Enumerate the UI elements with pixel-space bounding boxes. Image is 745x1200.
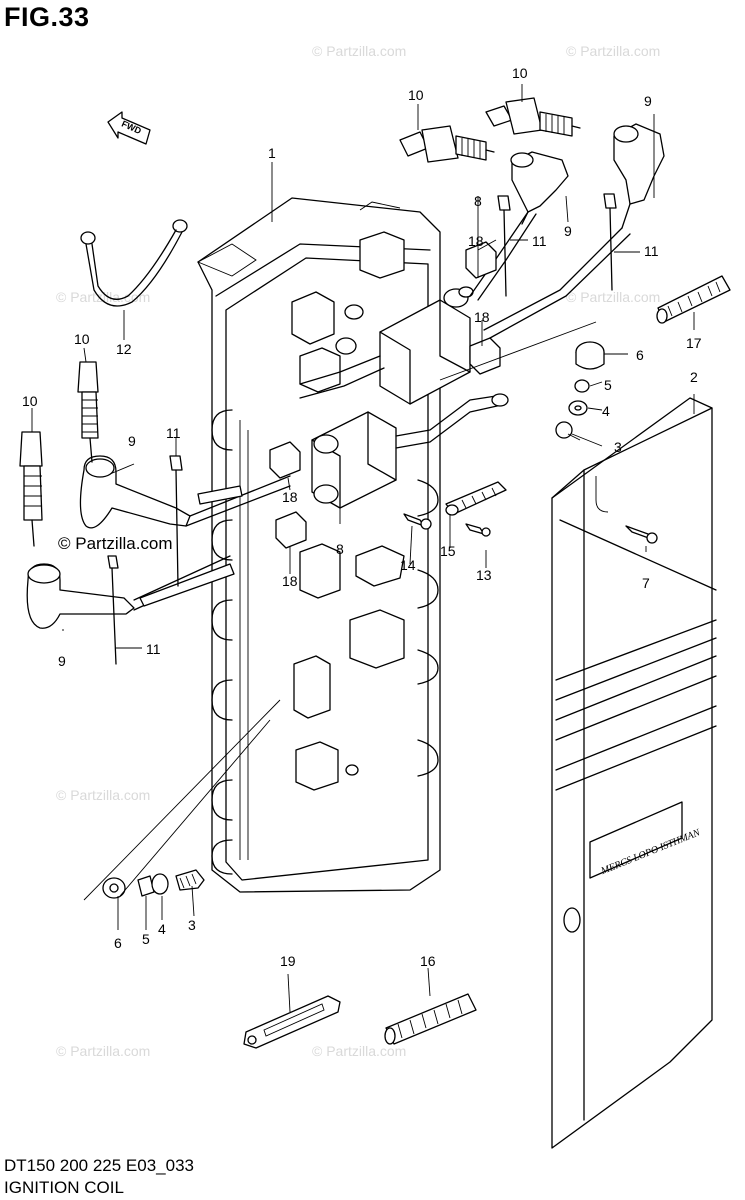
- callout-16: 16: [420, 953, 436, 969]
- high-tension-cords: [139, 211, 631, 607]
- figure-caption: IGNITION COIL: [4, 1178, 124, 1197]
- coil-cover: MERCS LOPO ISTHMAN: [551, 397, 717, 1149]
- callout-9: 9: [564, 223, 572, 239]
- ignition-coil-lower: [311, 393, 509, 509]
- callout-18: 18: [282, 489, 298, 505]
- callout-18: 18: [474, 309, 490, 325]
- holder-plate-19: [243, 995, 341, 1049]
- model-code: DT150 200 225 E03_033: [4, 1156, 194, 1175]
- callout-15: 15: [440, 543, 456, 559]
- callout-9: 9: [644, 93, 652, 109]
- callout-5: 5: [604, 377, 612, 393]
- callout-3: 3: [614, 439, 622, 455]
- watermark: © Partzilla.com: [312, 1043, 406, 1059]
- callout-6: 6: [636, 347, 644, 363]
- callout-2: 2: [690, 369, 698, 385]
- callout-8: 8: [474, 193, 482, 209]
- watermark: © Partzilla.com: [56, 289, 150, 305]
- callout-19: 19: [280, 953, 296, 969]
- callout-labels: 1 2 3 3 4 4 5 5 6 6 7 8 8 9 9 9 9 10 10 …: [22, 65, 702, 969]
- callout-10: 10: [74, 331, 90, 347]
- callout-4: 4: [602, 403, 610, 419]
- mount-hardware-right: [439, 321, 605, 441]
- plug-cap-upper-right: [613, 123, 665, 229]
- callout-4: 4: [158, 921, 166, 937]
- spark-plug-left-lower: [19, 431, 43, 547]
- figure-title: FIG.33: [4, 2, 90, 32]
- callout-9: 9: [58, 653, 66, 669]
- watermark: © Partzilla.com: [312, 43, 406, 59]
- plug-cap-upper-center: [510, 151, 569, 225]
- leader-lines: [31, 84, 695, 1013]
- watermark-prominent: © Partzilla.com: [58, 534, 173, 553]
- watermark: © Partzilla.com: [56, 787, 150, 803]
- callout-13: 13: [476, 567, 492, 583]
- callout-9: 9: [128, 433, 136, 449]
- callout-10: 10: [512, 65, 528, 81]
- spark-plug-top-right: [485, 97, 581, 137]
- plug-cap-left-lower: [26, 555, 231, 629]
- watermark: © Partzilla.com: [566, 289, 660, 305]
- protector-tube-16: [384, 993, 477, 1045]
- callout-8: 8: [336, 541, 344, 557]
- plug-cap-left-upper: [79, 455, 291, 529]
- protector-tube-17: [656, 275, 731, 324]
- watermark: © Partzilla.com: [56, 1043, 150, 1059]
- mount-hardware-bottom: [83, 699, 281, 901]
- callout-6: 6: [114, 935, 122, 951]
- callout-12: 12: [116, 341, 132, 357]
- callout-14: 14: [400, 557, 416, 573]
- spark-plug-left-upper: [77, 361, 99, 463]
- callout-5: 5: [142, 931, 150, 947]
- callout-11: 11: [644, 243, 659, 259]
- callout-10: 10: [22, 393, 38, 409]
- callout-3: 3: [188, 917, 196, 933]
- callout-18: 18: [282, 573, 298, 589]
- ground-lead-wire: [80, 219, 188, 307]
- callout-7: 7: [642, 575, 650, 591]
- coil-caps: [269, 241, 501, 549]
- fwd-arrow-icon: FWD: [107, 111, 151, 145]
- callout-11: 11: [166, 425, 181, 441]
- callout-11: 11: [146, 641, 161, 657]
- small-screws: [403, 481, 507, 537]
- callout-17: 17: [686, 335, 702, 351]
- ignition-panel: [196, 197, 441, 893]
- cable-tie-parts: [107, 193, 617, 665]
- callout-10: 10: [408, 87, 424, 103]
- callout-11: 11: [532, 233, 547, 249]
- watermark: © Partzilla.com: [566, 43, 660, 59]
- spark-plug-top-center: [399, 125, 495, 163]
- callout-18: 18: [468, 233, 484, 249]
- callout-1: 1: [268, 145, 276, 161]
